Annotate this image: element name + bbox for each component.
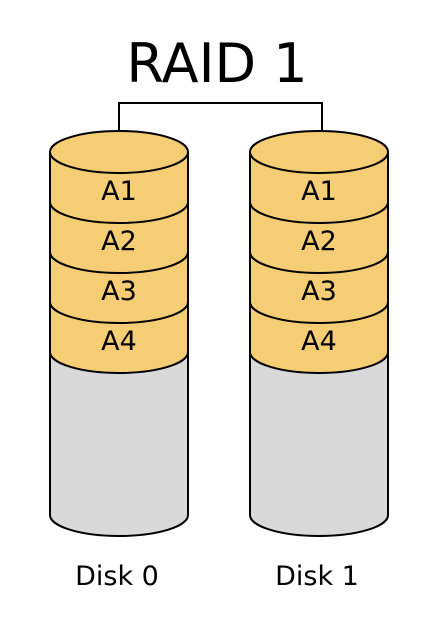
disk-top: [49, 130, 189, 174]
block-label: A1: [101, 176, 137, 207]
disk-free-space: [50, 352, 188, 536]
block-label: A3: [301, 276, 337, 307]
block-label: A2: [101, 226, 137, 257]
disk-outline: [49, 152, 189, 537]
mirror-connector: [118, 102, 323, 152]
diagram-title: RAID 1: [126, 32, 307, 95]
disk-label: Disk 1: [275, 561, 359, 592]
disk-free-space: [250, 352, 388, 536]
block-label: A1: [301, 176, 337, 207]
disk-label: Disk 0: [75, 561, 159, 592]
block-label: A2: [301, 226, 337, 257]
block-label: A4: [101, 326, 137, 357]
disk-top: [249, 130, 389, 174]
block-label: A3: [101, 276, 137, 307]
disk-outline: [249, 152, 389, 537]
block-label: A4: [301, 326, 337, 357]
